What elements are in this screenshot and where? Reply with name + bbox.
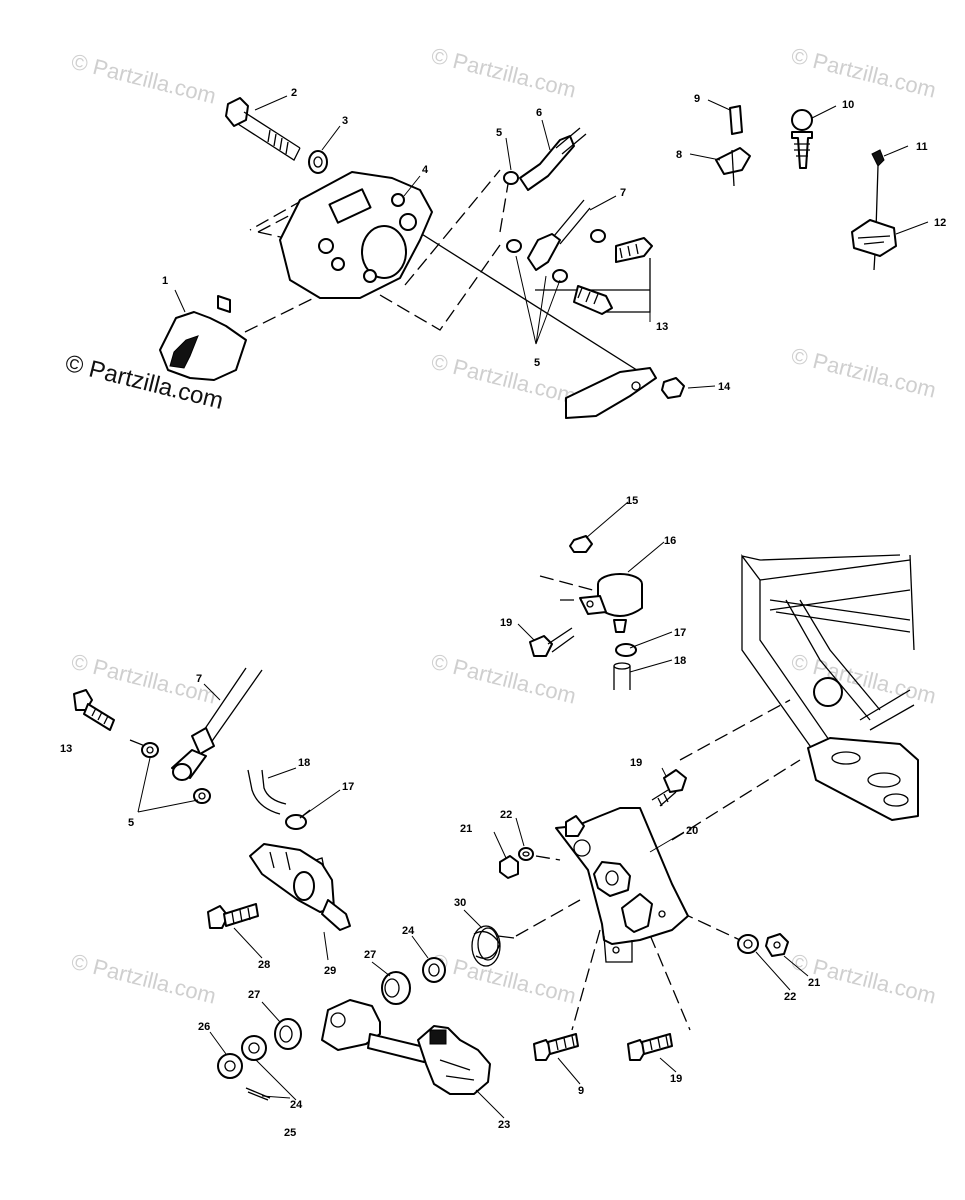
callout-5: 5 <box>496 127 502 139</box>
callout-29: 29 <box>324 965 336 977</box>
callout-21: 21 <box>460 823 472 835</box>
callout-20: 20 <box>686 825 698 837</box>
part-1-brake-pad <box>159 295 247 381</box>
part-4-caliper <box>279 171 433 299</box>
callout-9: 9 <box>578 1085 584 1097</box>
callout-17: 17 <box>342 781 354 793</box>
part-18-hose-bottom <box>247 769 287 815</box>
callout-8: 8 <box>676 149 682 161</box>
callout-27: 27 <box>248 989 260 1001</box>
callout-10: 10 <box>842 99 854 111</box>
part-19-bolt-top <box>529 627 575 657</box>
watermark: © Partzilla.com <box>429 949 579 1009</box>
callout-18: 18 <box>674 655 686 667</box>
callout-7: 7 <box>620 187 626 199</box>
part-13-bolt-bottom <box>73 689 115 731</box>
callout-5: 5 <box>128 817 134 829</box>
callout-1: 1 <box>162 275 168 287</box>
part-26-washer <box>217 1053 243 1079</box>
callout-9: 9 <box>694 93 700 105</box>
part-15-nut <box>569 535 593 553</box>
part-16-reservoir <box>579 573 643 633</box>
leaders-top <box>174 95 929 389</box>
callout-5: 5 <box>534 357 540 369</box>
callout-4: 4 <box>422 164 429 176</box>
part-24-washer-1 <box>422 957 446 983</box>
part-22-washer-right <box>737 934 759 954</box>
callout-18: 18 <box>298 757 310 769</box>
callout-25: 25 <box>284 1127 296 1139</box>
part-8-9-clamp <box>715 105 751 187</box>
watermark: © Partzilla.com <box>429 43 579 103</box>
callout-12: 12 <box>934 217 946 229</box>
part-27-bushing-1 <box>381 971 411 1005</box>
callout-3: 3 <box>342 115 348 127</box>
callout-2: 2 <box>291 87 297 99</box>
part-3-washer <box>308 150 328 174</box>
frame <box>741 554 919 821</box>
watermark: © Partzilla.com <box>429 349 579 409</box>
assembly-lines-bottom <box>129 575 801 1031</box>
watermark: © Partzilla.com <box>69 949 219 1009</box>
leaders-bottom <box>137 501 809 1119</box>
part-14-nut-bracket <box>565 367 685 419</box>
callout-27: 27 <box>364 949 376 961</box>
part-25-cotter-pin <box>245 1087 271 1101</box>
callout-16: 16 <box>664 535 676 547</box>
part-23-brake-pedal <box>321 999 491 1095</box>
part-21-nut-left <box>499 855 519 879</box>
part-20-mount-plate <box>555 807 689 963</box>
part-11-12-clip <box>851 149 897 271</box>
callout-22: 22 <box>784 991 796 1003</box>
part-21-nut-right <box>765 933 789 957</box>
part-22-washer-left <box>518 847 534 861</box>
part-19-bolt-bottom <box>627 1033 673 1061</box>
part-13-banjo-bolts <box>573 237 653 315</box>
part-2-bolt <box>225 97 301 161</box>
callout-19: 19 <box>670 1073 682 1085</box>
part-5-6-7-fittings <box>503 127 606 283</box>
watermark: © Partzilla.com <box>429 649 579 709</box>
part-27-bushing-2 <box>274 1018 302 1050</box>
callout-19: 19 <box>500 617 512 629</box>
watermark: © Partzilla.com <box>789 649 939 709</box>
callout-15: 15 <box>626 495 638 507</box>
watermark: © Partzilla.com <box>789 43 939 103</box>
callout-30: 30 <box>454 897 466 909</box>
part-10-push-rivet <box>791 109 813 169</box>
part-29-master-cylinder <box>249 843 351 931</box>
part-17-clamp-bottom <box>285 809 311 830</box>
callout-19: 19 <box>630 757 642 769</box>
watermark: © Partzilla.com <box>69 49 219 109</box>
callout-26: 26 <box>198 1021 210 1033</box>
part-19-bolt-plate <box>651 769 687 807</box>
callout-24: 24 <box>290 1099 303 1111</box>
callout-21: 21 <box>808 977 820 989</box>
part-28-bolt <box>207 903 259 929</box>
part-17-clamp-top <box>615 643 637 657</box>
part-30-spring <box>471 925 515 967</box>
watermark: © Partzilla.com <box>789 343 939 403</box>
part-24-washer-2 <box>241 1035 267 1061</box>
callout-labels: 1 2 3 4 5 5 5 6 7 7 8 9 9 10 11 12 13 13… <box>60 87 946 1139</box>
part-7-brake-line-bottom <box>171 667 263 781</box>
callout-28: 28 <box>258 959 270 971</box>
callout-17: 17 <box>674 627 686 639</box>
callout-13: 13 <box>60 743 72 755</box>
callout-11: 11 <box>916 141 928 153</box>
callout-14: 14 <box>718 381 731 393</box>
callout-24: 24 <box>402 925 415 937</box>
part-18-hose-top <box>613 662 631 690</box>
callout-22: 22 <box>500 809 512 821</box>
part-5-washers-bottom <box>141 742 211 804</box>
callout-6: 6 <box>536 107 542 119</box>
callout-7: 7 <box>196 673 202 685</box>
assembly-lines-top <box>244 169 651 373</box>
callout-13: 13 <box>656 321 668 333</box>
callout-23: 23 <box>498 1119 510 1131</box>
part-9-bolt-bottom <box>533 1033 579 1061</box>
